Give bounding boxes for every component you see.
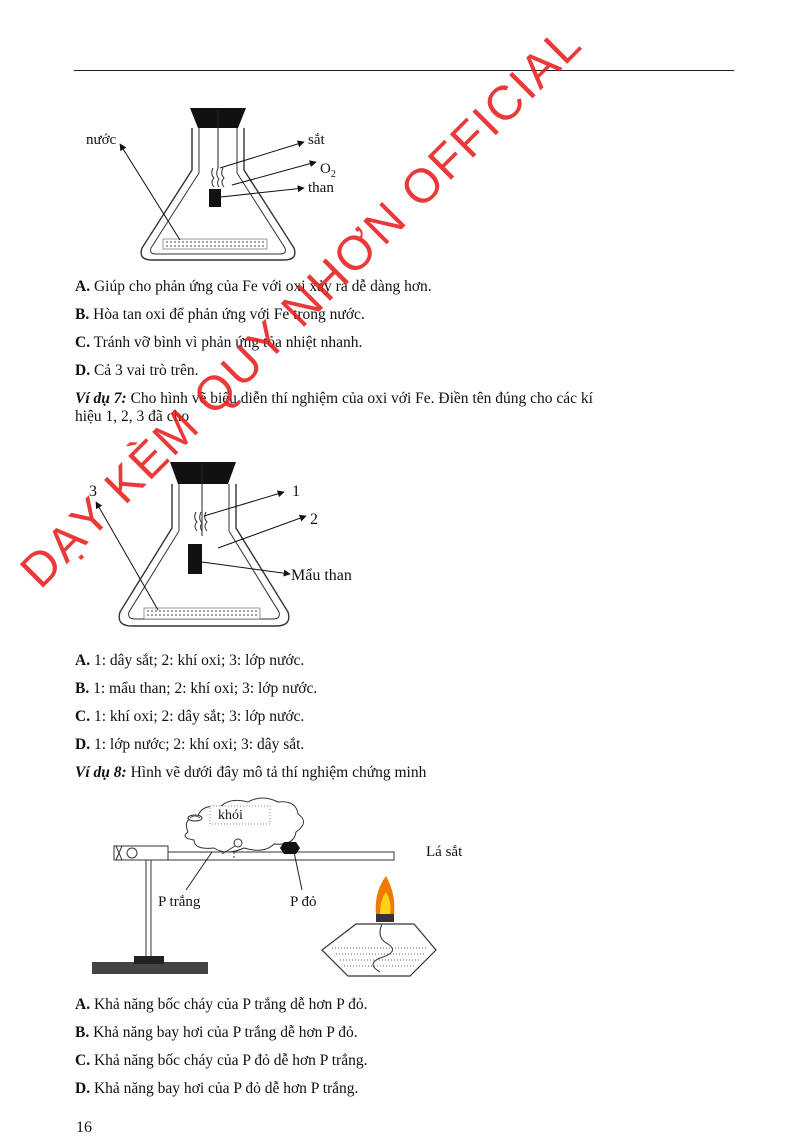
- label-iron-sheet: Lá sắt: [426, 844, 463, 860]
- q6-option-b: B. Hòa tan oxi để phản ứng với Fe trong …: [75, 306, 365, 323]
- figure-phosphorus: khói P trắng P đỏ Lá sắt: [92, 797, 463, 977]
- label-o2: O2: [320, 161, 336, 180]
- q7-option-d: D. 1: lớp nước; 2: khí oxi; 3: dây sắt.: [75, 736, 305, 753]
- label-smoke: khói: [218, 808, 243, 823]
- label-2: 2: [310, 511, 318, 528]
- q8-option-b: B. Khả năng bay hơi của P trắng dễ hơn P…: [75, 1024, 358, 1041]
- q8-option-d: D. Khả năng bay hơi của P đỏ dễ hơn P tr…: [75, 1080, 359, 1097]
- q8-option-c: C. Khả năng bốc cháy của P đỏ dễ hơn P t…: [75, 1052, 368, 1069]
- label-3: 3: [89, 483, 97, 500]
- header-rule: [74, 70, 734, 71]
- label-red-p: P đỏ: [290, 894, 317, 910]
- q6-option-c: C. Tránh vỡ bình vì phản ứng tỏa nhiệt n…: [75, 334, 363, 351]
- q7-option-c: C. 1: khí oxi; 2: dây sắt; 3: lớp nước.: [75, 708, 305, 725]
- label-iron: sắt: [308, 132, 325, 148]
- page-number: 16: [76, 1119, 92, 1136]
- label-water: nước: [86, 132, 117, 148]
- q8-option-a: A. Khả năng bốc cháy của P trắng dễ hơn …: [75, 996, 368, 1013]
- q7-option-b: B. 1: mẩu than; 2: khí oxi; 3: lớp nước.: [75, 680, 318, 697]
- label-coal: than: [308, 180, 334, 196]
- label-white-p: P trắng: [158, 894, 201, 910]
- q7-option-a: A. 1: dây sắt; 2: khí oxi; 3: lớp nước.: [75, 652, 305, 669]
- example-8-heading: Ví dụ 8: Hình vẽ dưới đây mô tả thí nghi…: [75, 764, 427, 781]
- example-7-heading: Ví dụ 7: Cho hình vẽ biểu diễn thí nghiệ…: [75, 390, 593, 407]
- label-1: 1: [292, 483, 300, 500]
- q6-option-d: D. Cả 3 vai trò trên.: [75, 362, 199, 379]
- q6-option-a: A. Giúp cho phản ứng của Fe với oxi xảy …: [75, 278, 432, 295]
- figure-flask-1: nước sắt O2 than: [86, 108, 336, 261]
- figure-flask-2: 3 1 2 Mẩu than: [89, 462, 352, 627]
- example-7-line2: hiệu 1, 2, 3 đã cho: [75, 408, 190, 425]
- label-coal-piece: Mẩu than: [291, 567, 352, 584]
